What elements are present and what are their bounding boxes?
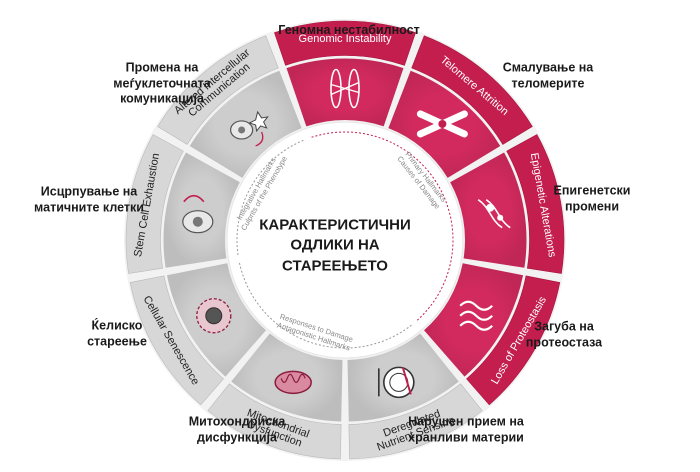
telomere-icon bbox=[416, 110, 468, 138]
hallmark-segment: Epigenetic Alterations bbox=[450, 134, 565, 274]
category-arc bbox=[238, 262, 412, 349]
hallmark-segment: Stem Cell Exhaustion bbox=[125, 134, 240, 274]
hallmark-segment: Altered IntercellularCommunication bbox=[157, 35, 302, 178]
hallmark-band bbox=[274, 20, 416, 66]
label-epigenetic-alterations: Епигенетски промени bbox=[553, 183, 631, 213]
hallmark-band bbox=[411, 35, 533, 145]
category-arc bbox=[236, 139, 305, 256]
hallmark-band bbox=[157, 35, 279, 145]
chromosome-icon bbox=[330, 68, 360, 109]
hallmark-band-label: Genomic Instability bbox=[299, 33, 392, 45]
label-mitochondrial-dysfunction: Митохондриска дисфункција bbox=[188, 414, 286, 444]
label-loss-of-proteostasis: Загуба на протеостаза bbox=[525, 319, 603, 349]
center-title-line-3: СТАРЕЕЊЕТО bbox=[282, 257, 388, 275]
hallmark-band bbox=[207, 383, 342, 460]
hallmark-band bbox=[129, 275, 224, 406]
label-telomere-attrition: Смалување на теломерите bbox=[502, 60, 594, 90]
cell-signaling-icon bbox=[230, 110, 269, 147]
label-deregulated-nutrient-sensing: Нарушен прием на хранливи материи bbox=[408, 414, 524, 444]
label-stem-cell-exhaustion: Исцрпување на матичните клетки bbox=[34, 184, 144, 214]
center-title: КАРАКТЕРИСТИЧНИ ОДЛИКИ НА СТАРЕЕЊЕТО bbox=[259, 216, 411, 277]
hallmark-band-label-line: Genomic Instability bbox=[299, 33, 392, 45]
center-title-line-1: КАРАКТЕРИСТИЧНИ bbox=[259, 216, 411, 234]
hallmark-band bbox=[506, 134, 565, 274]
hallmark-panel-shade bbox=[424, 263, 524, 377]
hallmark-band bbox=[125, 134, 184, 274]
protein-fold-icon bbox=[459, 300, 493, 331]
dna-methylation-icon bbox=[477, 199, 511, 229]
hallmark-segment: DeregulatedNutrient Sensing bbox=[347, 333, 483, 460]
center-title-line-2: ОДЛИКИ НА bbox=[290, 236, 380, 254]
label-cellular-senescence: Ќелиско стареење bbox=[87, 318, 147, 348]
stem-cell-icon bbox=[182, 194, 214, 234]
hallmark-panel-shade bbox=[163, 152, 240, 268]
hallmark-panel-shade bbox=[286, 58, 404, 127]
mitochondrion-icon bbox=[274, 370, 312, 395]
hallmark-segment: Genomic Instability bbox=[274, 20, 416, 127]
hallmark-band bbox=[348, 383, 483, 460]
senescent-cell-icon bbox=[196, 298, 232, 334]
hallmark-band bbox=[466, 275, 561, 406]
center-disc bbox=[226, 121, 464, 359]
plate-icon bbox=[378, 366, 415, 399]
label-altered-intercellular-communication: Промена на меѓуклеточната комуникација bbox=[113, 60, 211, 106]
label-genomic-instability: Геномна нестабилност bbox=[278, 23, 420, 38]
hallmark-segment: MitochondrialDysfunction bbox=[207, 333, 343, 460]
